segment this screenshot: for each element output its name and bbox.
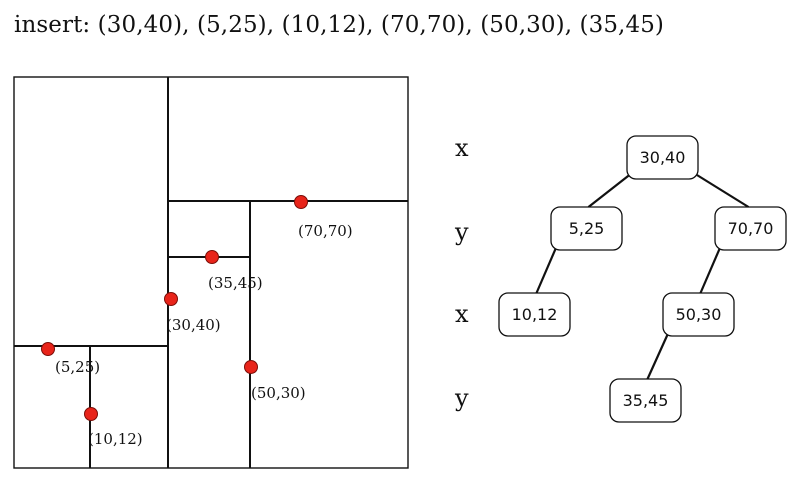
- tree-edge-n3040-n7070: [689, 170, 750, 208]
- tree-node-35-45: 35,45: [609, 378, 682, 423]
- point-35-45: [205, 250, 219, 264]
- tree-node-5-25: 5,25: [550, 206, 623, 251]
- level-labels: x y x y: [454, 134, 469, 412]
- tree-node-label: 10,12: [512, 305, 558, 324]
- point-label-50-30: (50,30): [251, 384, 306, 402]
- point-label-layer: (30,40) (5,25) (10,12) (70,70) (50,30) (…: [55, 222, 353, 448]
- point-30-40: [164, 292, 178, 306]
- point-5-25: [41, 342, 55, 356]
- title: insert: (30,40), (5,25), (10,12), (70,70…: [14, 12, 665, 38]
- tree-node-label: 5,25: [569, 219, 605, 238]
- tree-node-30-40: 30,40: [626, 135, 699, 180]
- tree-node-box: [609, 378, 682, 423]
- tree-node-label: 70,70: [728, 219, 774, 238]
- level-label-1: y: [454, 218, 469, 246]
- tree-edge-n3040-n525: [587, 170, 636, 208]
- point-label-10-12: (10,12): [88, 430, 143, 448]
- tree-node-10-12: 10,12: [498, 292, 571, 337]
- point-label-5-25: (5,25): [55, 358, 100, 376]
- tree-node-50-30: 50,30: [662, 292, 735, 337]
- tree-edges: [535, 170, 750, 380]
- tree-edge-n5030-n3545: [646, 327, 672, 380]
- tree-node-label: 30,40: [640, 148, 686, 167]
- tree-edge-n7070-n5030: [699, 241, 724, 294]
- tree-nodes: 30,40 5,25 70,70 10,12 50,30 35,45: [498, 135, 787, 423]
- level-label-0: x: [455, 134, 469, 162]
- panel-border: [13, 76, 409, 469]
- tree-node-label: 35,45: [623, 391, 669, 410]
- point-label-30-40: (30,40): [166, 316, 221, 334]
- point-10-12: [84, 407, 98, 421]
- tree-node-box: [626, 135, 699, 180]
- tree-node-label: 50,30: [676, 305, 722, 324]
- partition-panel: [13, 76, 409, 469]
- point-70-70: [294, 195, 308, 209]
- tree-node-box: [662, 292, 735, 337]
- point-label-70-70: (70,70): [298, 222, 353, 240]
- level-label-3: y: [454, 384, 469, 412]
- point-layer: [41, 195, 308, 421]
- point-label-35-45: (35,45): [208, 274, 263, 292]
- tree-node-box: [550, 206, 623, 251]
- tree-node-box: [498, 292, 571, 337]
- tree-edge-n525-n1012: [535, 241, 560, 294]
- level-label-2: x: [455, 300, 469, 328]
- tree-node-box: [714, 206, 787, 251]
- tree-node-70-70: 70,70: [714, 206, 787, 251]
- point-50-30: [244, 360, 258, 374]
